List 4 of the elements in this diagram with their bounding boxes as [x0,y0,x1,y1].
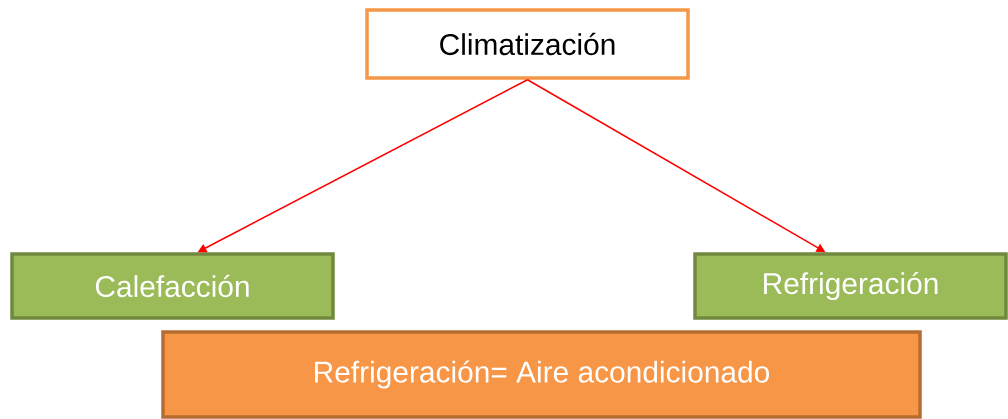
title-box: Climatización [365,8,690,80]
category-box: Refrigeración [693,252,1008,320]
category-box: Calefacción [10,252,335,320]
note-box: Refrigeración= Aire acondicionado [161,330,922,419]
